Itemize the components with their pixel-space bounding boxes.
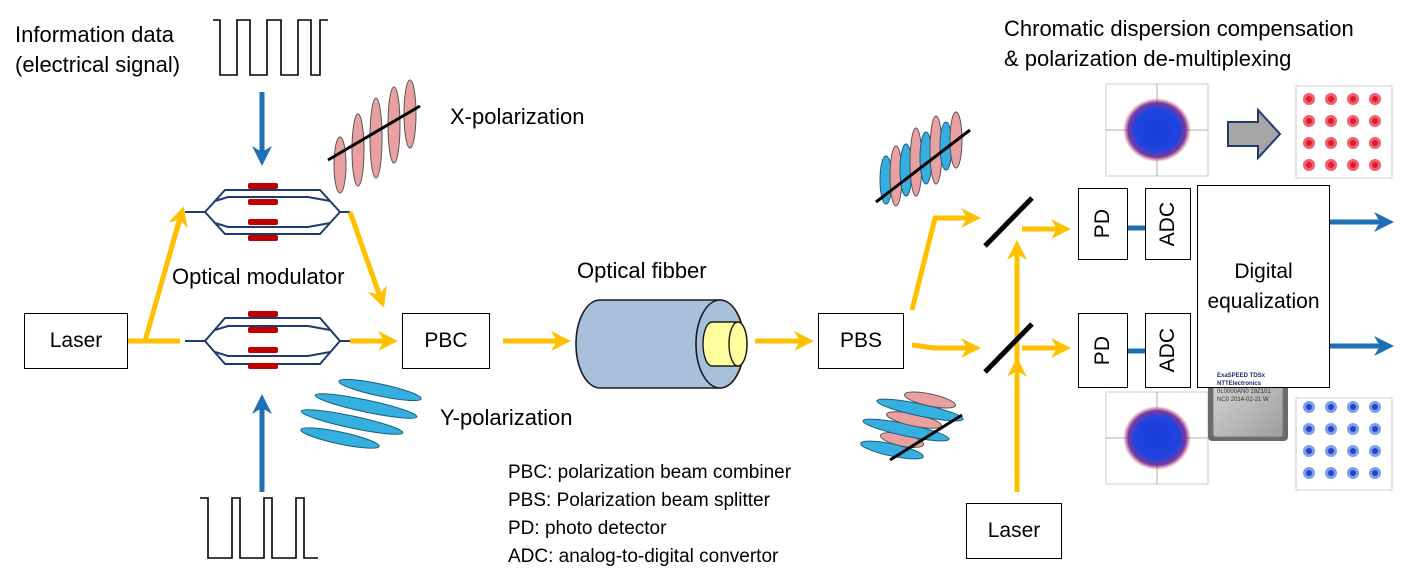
optical-fiber-cylinder	[575, 299, 748, 389]
mod-top-to-pbc	[347, 211, 387, 308]
adc-box-top: ADC	[1145, 188, 1191, 260]
constellation-after-top	[1295, 85, 1393, 179]
laser-receiver-label: Laser	[987, 519, 1041, 542]
constellation-before-bottom	[1105, 391, 1209, 485]
legend-pd: PD: photo detector	[508, 518, 667, 539]
processing-block-arrow	[1227, 107, 1282, 161]
laser-to-top-mod-arrowhead	[168, 206, 188, 247]
mixer-bottom	[983, 322, 1034, 374]
y-polarization-label: Y-polarization	[440, 405, 573, 430]
laser-transmitter-box: Laser	[24, 313, 128, 369]
optical-modulator-label: Optical modulator	[172, 264, 345, 289]
chip-maker: NTTElectronics	[1217, 381, 1262, 387]
x-polarization-label: X-polarization	[450, 104, 585, 129]
abbreviation-legend: PBC: polarization beam combiner PBS: Pol…	[508, 459, 791, 571]
adc-label-bottom: ADC	[1156, 328, 1179, 373]
digital-eq-label-line1: Digital	[1234, 259, 1293, 283]
pd-label-bottom: PD	[1091, 335, 1114, 366]
legend-pbc: PBC: polarization beam combiner	[508, 462, 792, 483]
info-square-wave-top	[213, 19, 328, 76]
adc-label-top: ADC	[1156, 201, 1179, 247]
chip-lettering: ExaSPEED TDSx NTTElectronics 0L0000AN0 1…	[1217, 372, 1279, 404]
dsp-title-line1: Chromatic dispersion compensation	[1004, 16, 1354, 41]
legend-pbs: PBS: Polarization beam splitter	[508, 490, 770, 511]
info-square-wave-bottom	[200, 497, 318, 559]
digital-equalization-box: Digital equalization	[1197, 185, 1330, 388]
pbc-box: PBC	[402, 313, 490, 369]
x-polarization-wave	[327, 79, 421, 194]
digital-eq-label-line2: equalization	[1207, 289, 1320, 313]
dsp-title-line2: & polarization de-multiplexing	[1004, 46, 1292, 71]
legend-adc: ADC: analog-to-digital convertor	[508, 546, 779, 567]
modulator-bottom	[185, 317, 350, 365]
info-data-label-line1: Information data	[15, 22, 174, 47]
tx-optical-paths	[128, 211, 814, 351]
adc-box-bottom: ADC	[1145, 313, 1191, 388]
pbs-box: PBS	[818, 313, 904, 369]
laser-transmitter-label: Laser	[49, 329, 103, 352]
info-data-label-line2: (electrical signal)	[15, 52, 181, 77]
rx-optical-paths	[909, 208, 1071, 492]
chip-brand: ExaSPEED TDSx	[1217, 373, 1266, 379]
rx-wave-top	[875, 111, 971, 207]
pd-box-top: PD	[1078, 188, 1128, 260]
chip-detail: 0L0000AN0 19Z101 NC0 2014-02-21 W	[1217, 389, 1271, 403]
rx-wave-bottom	[860, 391, 964, 462]
optical-fiber-label: Optical fibber	[577, 258, 707, 283]
pbc-label: PBC	[424, 329, 468, 352]
modulator-top-electrodes	[248, 183, 278, 241]
pd-label-top: PD	[1091, 209, 1114, 239]
laser-receiver-box: Laser	[966, 503, 1062, 559]
modulator-top	[185, 189, 350, 235]
y-polarization-wave	[300, 378, 422, 449]
constellation-after-bottom	[1295, 397, 1393, 491]
modulator-bottom-electrodes	[248, 311, 278, 369]
constellation-before-top	[1105, 83, 1209, 177]
pd-box-bottom: PD	[1078, 313, 1128, 388]
pbs-label: PBS	[839, 329, 883, 352]
mixer-top	[983, 196, 1034, 248]
